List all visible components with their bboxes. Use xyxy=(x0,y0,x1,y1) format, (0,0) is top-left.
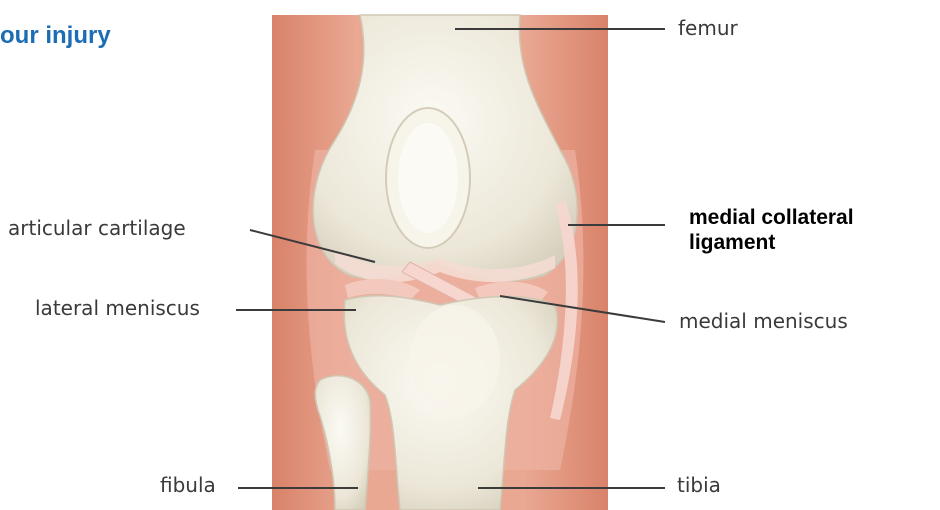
label-medial-collateral-ligament: medial collateral ligament xyxy=(689,205,854,255)
label-fibula: fibula xyxy=(160,473,216,497)
label-tibia: tibia xyxy=(677,473,721,497)
label-articular-cartilage: articular cartilage xyxy=(8,216,186,240)
label-femur: femur xyxy=(678,16,738,40)
label-medial-meniscus: medial meniscus xyxy=(679,309,848,333)
label-medial-collateral-ligament-line2: ligament xyxy=(689,230,854,255)
label-lateral-meniscus: lateral meniscus xyxy=(35,296,200,320)
label-medial-collateral-ligament-line1: medial collateral xyxy=(689,205,854,230)
